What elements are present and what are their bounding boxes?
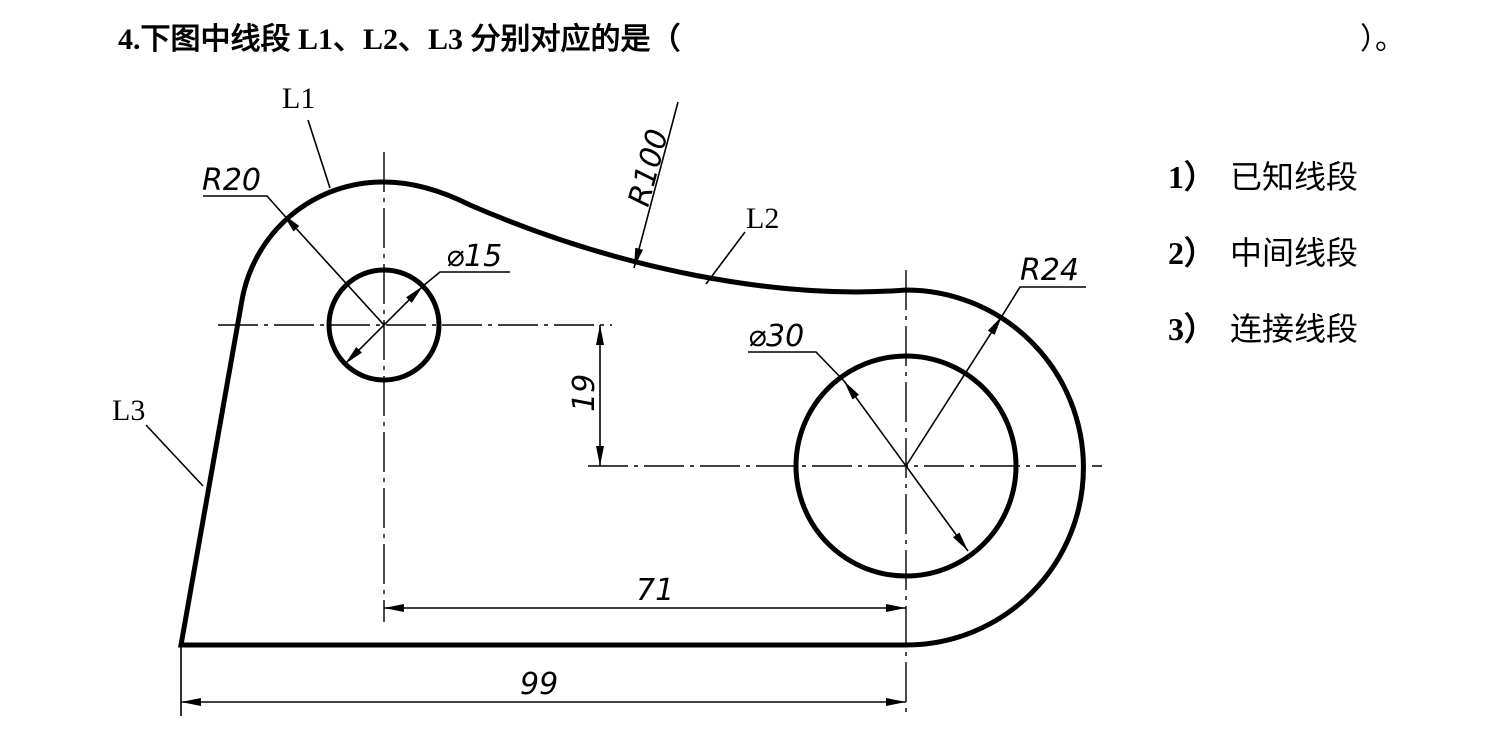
dim-99: 99 (520, 667, 558, 702)
dim-r20: R20 (202, 163, 261, 198)
label-l3: L3 (112, 394, 145, 427)
hole-large (793, 353, 1019, 579)
hole-small (326, 267, 442, 383)
dim-r100: R100 (622, 126, 676, 211)
dim-19: 19 (567, 374, 602, 412)
dim-d15: ⌀15 (446, 239, 502, 274)
option-2: 2）中间线段 (1168, 235, 1359, 271)
question-close: ）。 (1360, 23, 1405, 56)
dim-r24: R24 (1020, 253, 1079, 288)
label-l1: L1 (282, 82, 315, 115)
option-3: 3）连接线段 (1168, 311, 1359, 347)
question-text: 4.下图中线段 L1、L2、L3 分别对应的是（ (118, 23, 681, 56)
part-outline (178, 179, 1086, 648)
label-l2: L2 (746, 202, 779, 235)
dim-71: 71 (636, 573, 674, 608)
option-1: 1）已知线段 (1168, 159, 1359, 195)
dim-d30: ⌀30 (748, 319, 804, 354)
